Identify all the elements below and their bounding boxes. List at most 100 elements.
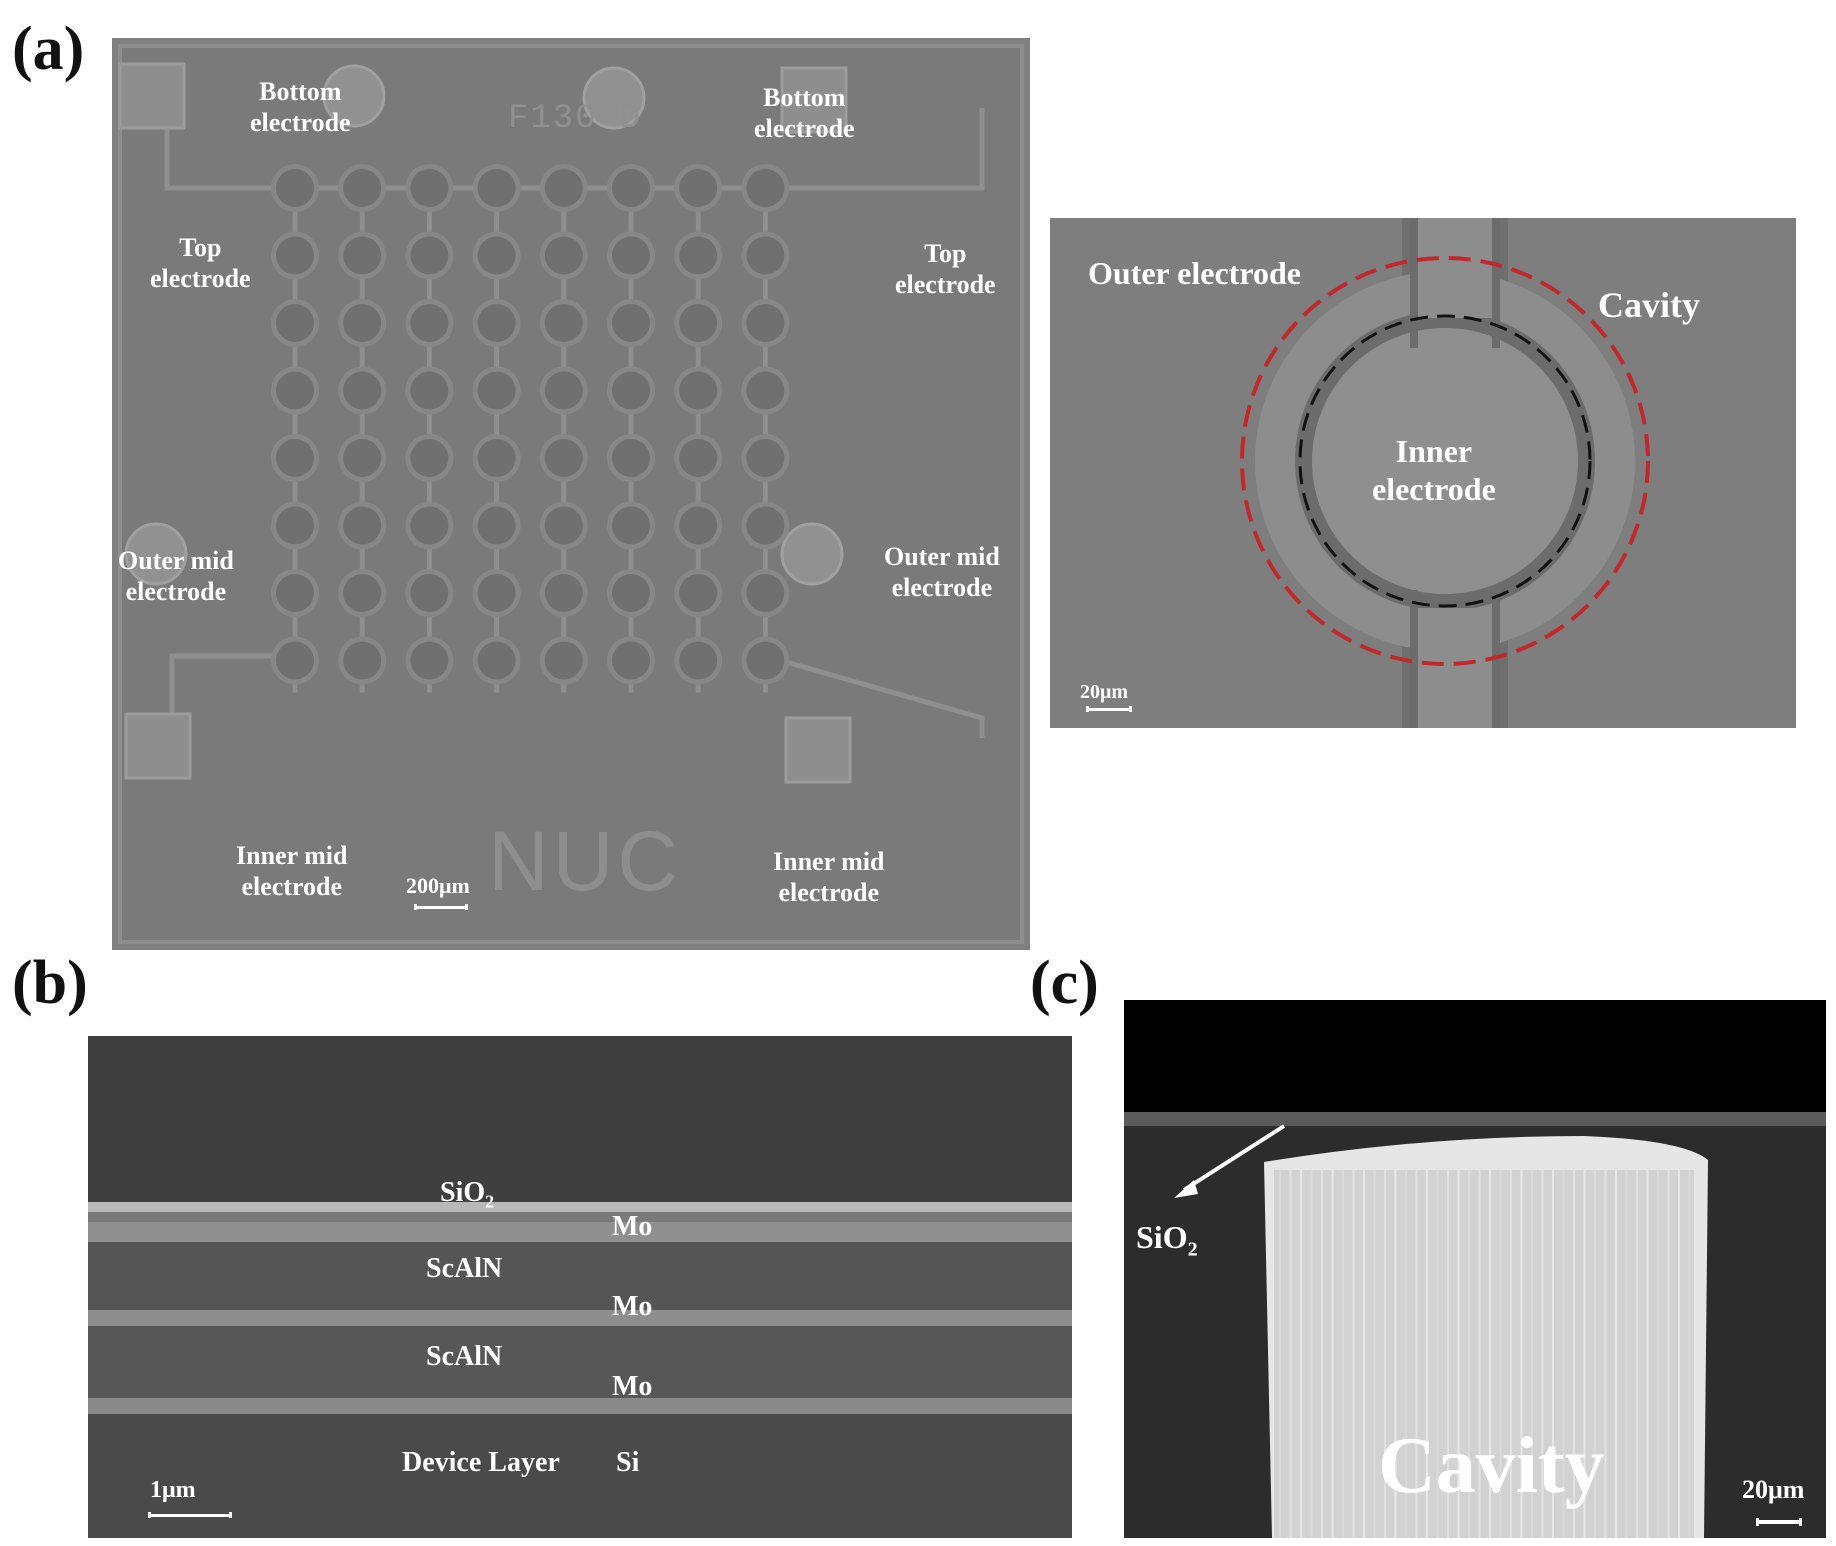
square-pad (124, 712, 192, 780)
resonator-dot (343, 169, 382, 207)
resonator-dot (746, 574, 785, 612)
resonator-dot (276, 506, 314, 545)
resonator-dot (679, 371, 718, 410)
resonator-dot (410, 506, 449, 545)
resonator-dot (612, 169, 650, 207)
inset-scale-label: 20μm (1080, 681, 1128, 703)
resonator-dot (410, 169, 449, 207)
inset-scale-bar (1086, 706, 1132, 712)
mo-layer-3-label: Mo (612, 1371, 653, 1402)
resonator-dot (410, 304, 449, 342)
panel-b-scale-bar (148, 1512, 232, 1518)
cavity-inset-label: Cavity (1598, 285, 1700, 325)
resonator-dot (746, 506, 785, 545)
resonator-dot (612, 236, 650, 275)
resonator-dot (746, 169, 785, 207)
resonator-dot (343, 641, 382, 680)
resonator-dot (276, 236, 314, 275)
resonator-dot (612, 641, 650, 680)
panel-c-image (1124, 1000, 1826, 1538)
trace-bottom-left (169, 653, 295, 728)
resonator-dot (276, 439, 314, 477)
resonator-dot (276, 641, 314, 680)
round-pad (582, 66, 646, 130)
round-pad (780, 522, 844, 586)
resonator-dot (612, 506, 650, 545)
panel-c-letter: (c) (1030, 949, 1099, 1017)
trace-top-left (164, 108, 295, 191)
resonator-dot (477, 169, 516, 207)
resonator-dot (544, 304, 583, 342)
mo-layer-2-label: Mo (612, 1291, 653, 1322)
resonator-dot (746, 371, 785, 410)
panel-b-image (88, 1036, 1072, 1538)
panel-a-chip-image: F130-D NUC (112, 38, 1030, 950)
resonator-dot (276, 304, 314, 342)
resonator-dot (544, 439, 583, 477)
panel-c-scale-bar (1756, 1518, 1802, 1526)
chip-logo: NUC (488, 814, 682, 908)
resonator-dot (477, 506, 516, 545)
resonator-dot (477, 574, 516, 612)
resonator-dot (276, 371, 314, 410)
cross-section-drawing (88, 1036, 1072, 1538)
si-layer-label: Si (616, 1447, 640, 1478)
resonator-dot (343, 506, 382, 545)
resonator-dot (746, 641, 785, 680)
resonator-dot (679, 641, 718, 680)
resonator-dot (477, 439, 516, 477)
resonator-dot (612, 574, 650, 612)
trace-bottom-right (764, 653, 985, 738)
panel-a-letter: (a) (12, 15, 85, 83)
resonator-dot (612, 371, 650, 410)
cavity-outline (1240, 256, 1650, 666)
resonator-dot (612, 304, 650, 342)
resonator-dot (544, 236, 583, 275)
resonator-dot (343, 371, 382, 410)
trace-top-right (765, 108, 985, 191)
outer-electrode-label: Outer electrode (1088, 255, 1301, 291)
resonator-dot (276, 169, 314, 207)
resonator-dot (410, 641, 449, 680)
resonator-dot (477, 304, 516, 342)
sio2-arrow-label: SiO2 (1136, 1219, 1198, 1261)
resonator-dot (276, 574, 314, 612)
resonator-dot (343, 574, 382, 612)
square-pad (784, 716, 852, 784)
chip-code: F130-D (508, 100, 643, 138)
resonator-dot (343, 304, 382, 342)
chip-drawing (118, 44, 1024, 944)
resonator-dot (410, 574, 449, 612)
resonator-dot (679, 304, 718, 342)
resonator-dot (679, 574, 718, 612)
cavity-cross-section-drawing (1124, 1000, 1826, 1538)
resonator-dot (343, 236, 382, 275)
resonator-dot (477, 236, 516, 275)
panel-a-scale-label: 200μm (406, 873, 470, 898)
square-pad (118, 62, 186, 130)
resonator-dot (544, 574, 583, 612)
panel-b-letter: (b) (12, 949, 88, 1017)
resonator-dot (410, 439, 449, 477)
inner-electrode-outline (1298, 314, 1592, 608)
panel-c-scale-label: 20μm (1742, 1475, 1805, 1504)
resonator-dot (679, 236, 718, 275)
resonator-dot (410, 371, 449, 410)
round-pad (124, 522, 188, 586)
resonator-dot (679, 439, 718, 477)
resonator-dot (477, 371, 516, 410)
cavity-label: Cavity (1378, 1422, 1605, 1510)
mo-layer-1-label: Mo (612, 1211, 653, 1242)
resonator-dot (410, 236, 449, 275)
scaln-layer-1-label: ScAlN (426, 1253, 503, 1284)
resonator-dot (612, 439, 650, 477)
